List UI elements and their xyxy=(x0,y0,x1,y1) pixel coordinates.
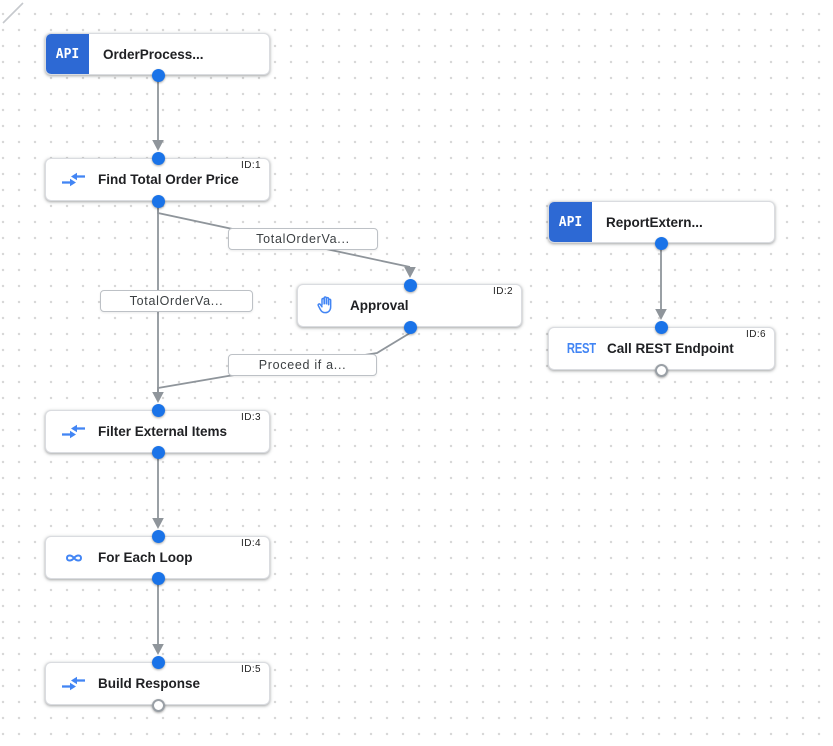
node-title: For Each Loop xyxy=(98,550,193,565)
node-title: Call REST Endpoint xyxy=(607,341,734,356)
port-findtotal-in[interactable] xyxy=(151,151,165,165)
edge-filter-to-foreach[interactable] xyxy=(152,452,164,529)
node-id-label: ID:3 xyxy=(241,412,261,423)
edge-ordertrigger-to-findtotal[interactable] xyxy=(152,75,164,151)
port-buildresponse-in[interactable] xyxy=(151,655,165,669)
node-trigger-orderprocess[interactable]: API OrderProcess... xyxy=(45,33,270,75)
rest-icon: REST xyxy=(563,340,599,357)
node-title: OrderProcess... xyxy=(103,46,204,62)
arrowhead-icon xyxy=(152,392,164,403)
node-build-response[interactable]: ID:5 Build Response xyxy=(45,662,270,705)
port-reporttrigger-out[interactable] xyxy=(654,236,668,250)
port-approval-out[interactable] xyxy=(403,320,417,334)
port-callrest-in[interactable] xyxy=(654,320,668,334)
arrowhead-icon xyxy=(152,518,164,529)
api-trigger-badge-icon: API xyxy=(46,34,89,74)
node-id-label: ID:4 xyxy=(241,538,261,549)
arrowhead-icon xyxy=(655,309,667,320)
edge-label-totalorderva-to-filter[interactable]: TotalOrderVa... xyxy=(100,290,253,312)
canvas-corner-mark xyxy=(2,2,24,24)
data-mapping-icon xyxy=(60,423,87,440)
edge-label-totalorderva-to-approval[interactable]: TotalOrderVa... xyxy=(228,228,378,250)
node-id-label: ID:6 xyxy=(746,329,766,340)
port-callrest-out-empty[interactable] xyxy=(654,363,668,377)
pan-tool-hand-icon xyxy=(312,295,339,316)
port-approval-in[interactable] xyxy=(403,278,417,292)
arrowhead-icon xyxy=(404,267,416,278)
port-filter-out[interactable] xyxy=(151,445,165,459)
port-buildresponse-out-empty[interactable] xyxy=(151,698,165,712)
port-findtotal-out[interactable] xyxy=(151,194,165,208)
port-foreach-in[interactable] xyxy=(151,529,165,543)
node-call-rest-endpoint[interactable]: ID:6 REST Call REST Endpoint xyxy=(548,327,775,370)
edge-label-proceed-if[interactable]: Proceed if a... xyxy=(228,354,377,376)
node-title: Find Total Order Price xyxy=(98,172,239,187)
node-filter-external-items[interactable]: ID:3 Filter External Items xyxy=(45,410,270,453)
node-title: Build Response xyxy=(98,676,201,691)
rest-icon-text: REST xyxy=(566,340,596,357)
node-id-label: ID:1 xyxy=(241,160,261,171)
node-title: Filter External Items xyxy=(98,424,228,439)
infinity-loop-icon xyxy=(60,549,87,567)
edge-foreach-to-buildresponse[interactable] xyxy=(152,578,164,655)
port-foreach-out[interactable] xyxy=(151,571,165,585)
node-title: Approval xyxy=(350,298,409,313)
arrowhead-icon xyxy=(152,140,164,151)
port-filter-in[interactable] xyxy=(151,403,165,417)
data-mapping-icon xyxy=(60,171,87,188)
port-ordertrigger-out[interactable] xyxy=(151,68,165,82)
api-trigger-badge-icon: API xyxy=(549,202,592,242)
node-id-label: ID:5 xyxy=(241,664,261,675)
arrowhead-icon xyxy=(152,644,164,655)
node-id-label: ID:2 xyxy=(493,286,513,297)
node-title: ReportExtern... xyxy=(606,214,703,230)
node-find-total-order-price[interactable]: ID:1 Find Total Order Price xyxy=(45,158,270,201)
data-mapping-icon xyxy=(60,675,87,692)
edge-reporttrigger-to-callrest[interactable] xyxy=(655,243,667,320)
